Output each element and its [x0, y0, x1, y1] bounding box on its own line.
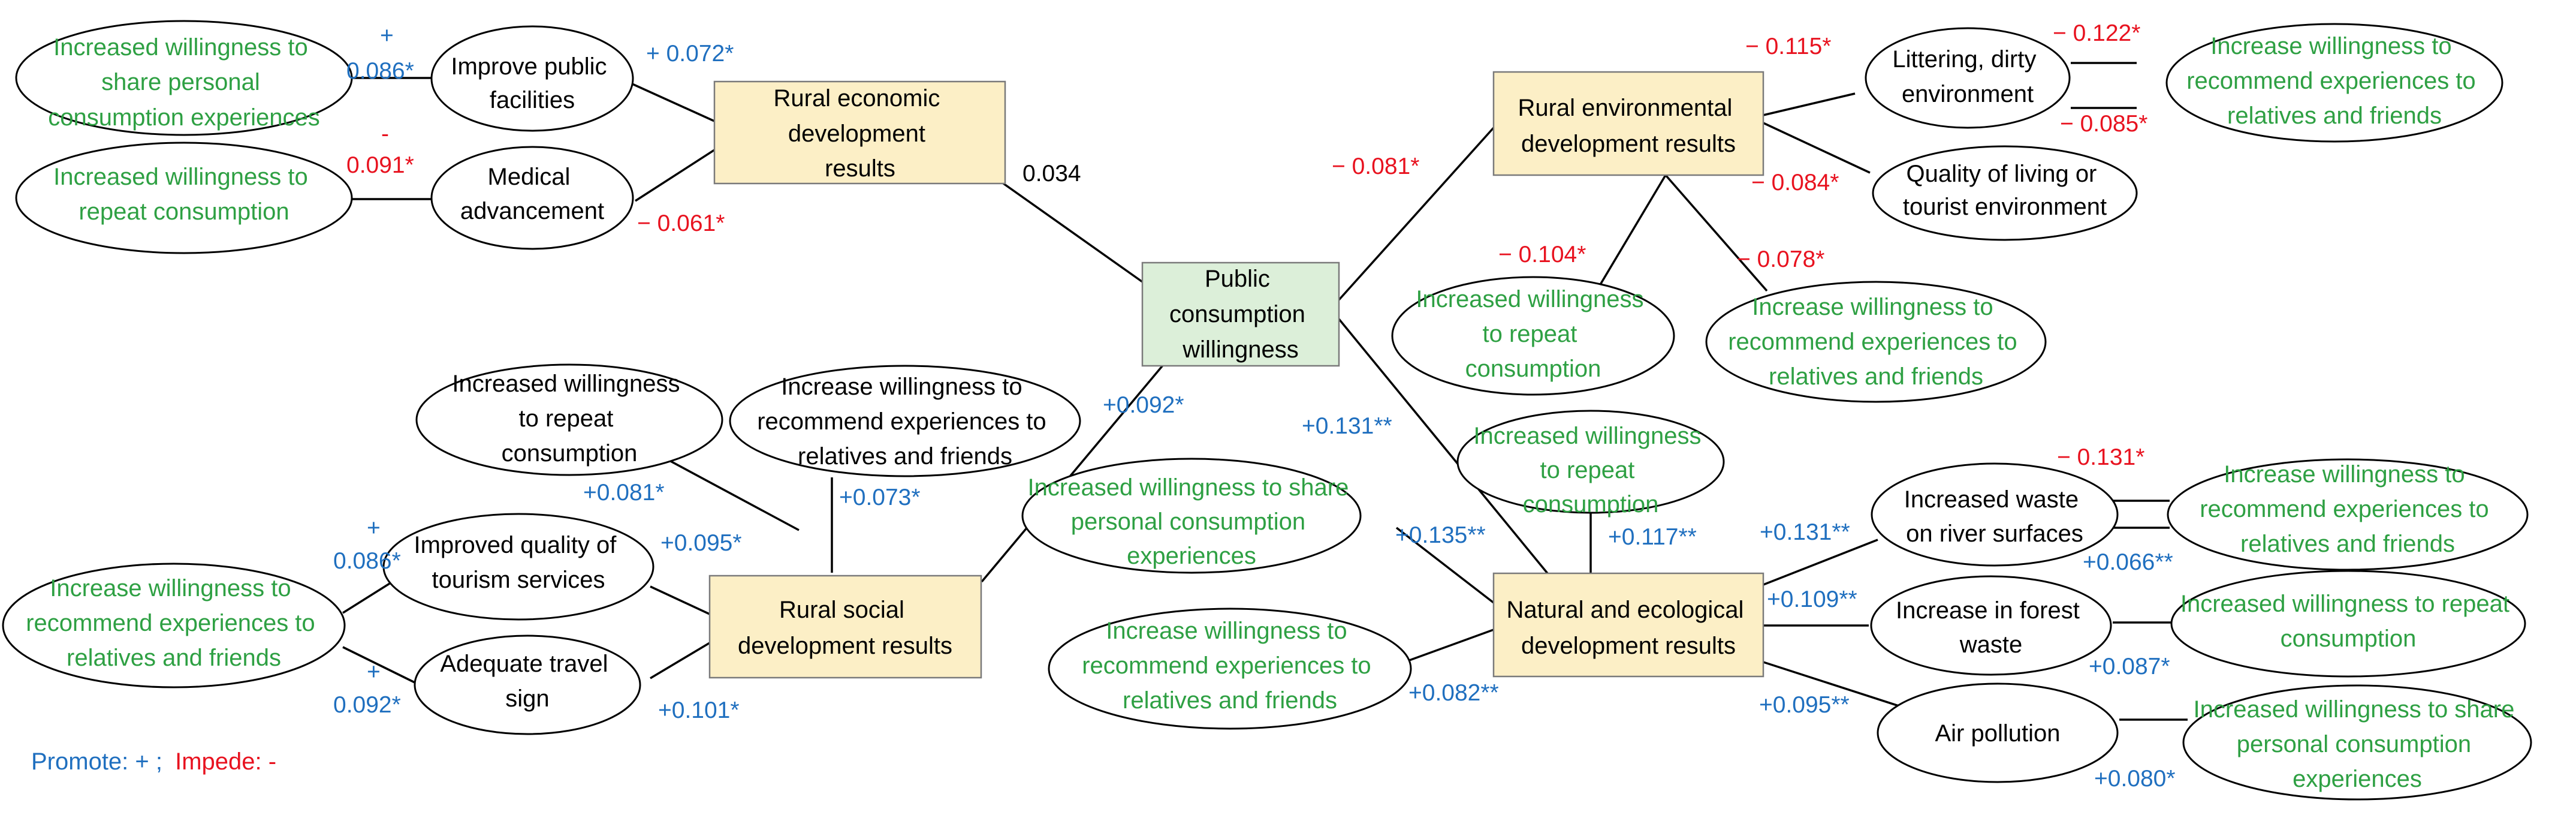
- factor-air-pollution: Air pollution: [1877, 682, 2119, 783]
- economic-results-label: Rural economic development results: [773, 85, 946, 182]
- coef-improved-quality-social: +0.095*: [660, 530, 742, 556]
- coef-env-recommend: − 0.078*: [1737, 246, 1824, 272]
- coef-improve-public-econ: + 0.072*: [646, 41, 734, 67]
- svg-text:Increase willingness to: Increase willingness to recommend experi…: [1728, 294, 2024, 390]
- factor-forest-waste: Increase in forest waste: [1870, 575, 2112, 676]
- coef-nat-air: +0.095**: [1759, 692, 1850, 718]
- svg-text:Adequate travel sign: Adequate travel sign: [440, 651, 614, 712]
- outcome-social-recommend-left: Increase willingness to recommend experi…: [2, 563, 346, 688]
- coef-adequate-social: +0.101*: [658, 697, 740, 723]
- outcome-nat-share: Increased willingness to share personal …: [1021, 458, 1362, 574]
- svg-text:Increased willingness to repea: Increased willingness to repeat consumpt…: [2180, 591, 2516, 652]
- coef-littering-recommend-bottom: − 0.085*: [2060, 111, 2147, 137]
- svg-text:Increased willingness to share: Increased willingness to share personal …: [1028, 474, 1356, 569]
- svg-text:Increase willingness to: Increase willingness to recommend experi…: [757, 374, 1053, 470]
- outcome-env-recommend: Increase willingness to recommend experi…: [1705, 281, 2047, 403]
- factor-quality-of-living: Quality of living or tourist environment: [1872, 145, 2138, 241]
- svg-text:Increase willingness to: Increase willingness to recommend experi…: [1082, 618, 1378, 714]
- coef-nat-repeat-line: +0.117**: [1608, 524, 1697, 550]
- factor-social-repeat: Increased willingness to repeat consumpt…: [415, 363, 723, 476]
- outcome-river-recommend: Increase willingness to recommend experi…: [2167, 458, 2529, 571]
- factor-medical-advancement: Medical advancement: [430, 146, 634, 250]
- environmental-results-node: Rural environmental development results: [1492, 71, 1764, 176]
- legend-impede: Impede: -: [175, 748, 276, 775]
- environmental-results-label: Rural environmental development results: [1518, 95, 1739, 157]
- coef-econ-repeat-minus: -: [381, 121, 389, 147]
- svg-text:Improved quality of tour: Improved quality of tourism services: [414, 532, 623, 593]
- svg-text:Increase willingness to: Increase willingness to recommend experi…: [2186, 33, 2483, 129]
- coef-medical-econ: − 0.061*: [637, 210, 725, 236]
- coef-env-littering: − 0.115*: [1745, 34, 1832, 59]
- coef-econ-center: 0.034: [1022, 161, 1081, 187]
- outcome-nat-repeat: Increased willingness to repeat consumpt…: [1456, 410, 1725, 518]
- coef-env-repeat: − 0.104*: [1498, 242, 1586, 267]
- svg-text:Littering, dirty environ: Littering, dirty environment: [1892, 46, 2043, 107]
- center-node-label: Public consumption willingness: [1169, 266, 1312, 363]
- coef-river-recommend-bottom: +0.066**: [2083, 549, 2173, 575]
- coef-nat-forest: +0.109**: [1767, 587, 1857, 612]
- svg-text:Increased waste on river: Increased waste on river surfaces: [1904, 486, 2085, 547]
- coef-social-center: +0.092*: [1103, 392, 1184, 418]
- factor-improved-quality-services: Improved quality of tourism services: [382, 513, 654, 621]
- coef-left-improved: 0.086*: [333, 548, 401, 574]
- natural-results-label: Natural and ecological development resul…: [1507, 597, 1751, 659]
- legend: Promote: + ; Impede: -: [31, 748, 276, 775]
- center-node: Public consumption willingness: [1141, 261, 1340, 367]
- coef-air-share-line: +0.080*: [2094, 766, 2176, 792]
- svg-text:Medical advancement: Medical advancement: [460, 164, 604, 224]
- outcome-econ-repeat: Increased willingness to repeat consumpt…: [15, 142, 353, 254]
- outcome-env-repeat: Increased willingness to repeat consumpt…: [1391, 276, 1675, 396]
- svg-text:Increase willingness to: Increase willingness to recommend experi…: [26, 575, 322, 671]
- svg-text:Increased willingness to share: Increased willingness to share personal …: [2194, 696, 2521, 792]
- coef-social-repeat-line: +0.081*: [583, 480, 665, 506]
- coef-econ-share-plus: +: [380, 23, 394, 49]
- factor-improve-public-facilities: Improve public facilities: [430, 25, 634, 132]
- outcome-air-share: Increased willingness to share personal …: [2182, 684, 2532, 801]
- social-results-label: Rural social development results: [738, 597, 952, 659]
- economic-results-node: Rural economic development results: [713, 80, 1006, 185]
- outcome-nat-recommend: Increase willingness to recommend experi…: [1048, 608, 1412, 730]
- factor-social-recommend: Increase willingness to recommend experi…: [729, 365, 1081, 477]
- svg-text:Increased willingness to: Increased willingness to share personal …: [48, 34, 320, 131]
- coef-env-center: − 0.081*: [1332, 154, 1419, 179]
- coef-littering-recommend-top: − 0.122*: [2053, 20, 2140, 46]
- outcome-env-recommend-littering: Increase willingness to recommend experi…: [2165, 23, 2503, 143]
- coef-env-quality: − 0.084*: [1751, 170, 1839, 196]
- coef-forest-repeat-line: +0.087*: [2089, 654, 2170, 679]
- coef-econ-repeat-medical: 0.091*: [346, 152, 414, 178]
- svg-text:Increased willingness to: Increased willingness to repeat consumpt…: [1473, 423, 1708, 518]
- coef-econ-share-improve: 0.086*: [346, 58, 414, 84]
- svg-text:Quality of living or tou: Quality of living or tourist environment: [1903, 161, 2107, 220]
- coef-nat-recommend-line: +0.082**: [1408, 680, 1499, 706]
- svg-text:Increased willingness to: Increased willingness to repeat consumpt…: [452, 371, 686, 467]
- outcome-forest-repeat: Increased willingness to repeat consumpt…: [2170, 570, 2526, 678]
- coef-left-improved-plus: +: [367, 515, 381, 541]
- coef-nat-river: +0.131**: [1760, 519, 1850, 545]
- coefficient-labels: 0.034 − 0.081* +0.092* +0.131** + 0.072*…: [333, 20, 2176, 792]
- coef-left-adequate: 0.092*: [333, 692, 401, 718]
- factor-river-waste: Increased waste on river surfaces: [1871, 462, 2119, 567]
- svg-text:Increase in forest waste: Increase in forest waste: [1896, 597, 2086, 658]
- svg-text:Improve public facilitie: Improve public facilities: [451, 53, 613, 113]
- social-results-node: Rural social development results: [708, 575, 982, 679]
- natural-results-node: Natural and ecological development resul…: [1492, 572, 1764, 678]
- svg-text:Increase willingness to: Increase willingness to recommend experi…: [2200, 461, 2496, 557]
- connector-lines: [342, 62, 2188, 721]
- coef-left-adequate-plus: +: [367, 659, 381, 685]
- factor-littering: Littering, dirty environment: [1865, 27, 2071, 129]
- svg-text:Increased willingness to: Increased willingness to repeat consumpt…: [1416, 286, 1650, 382]
- coef-river-recommend-top: − 0.131*: [2057, 444, 2144, 470]
- coef-social-recommend-line: +0.073*: [839, 485, 921, 510]
- coef-natural-center: +0.131**: [1302, 413, 1392, 439]
- coef-nat-share-line: +0.135**: [1395, 522, 1486, 548]
- factor-adequate-travel-sign: Adequate travel sign: [414, 634, 641, 735]
- outcome-econ-share: Increased willingness to share personal …: [15, 20, 353, 136]
- svg-text:Air pollution: Air pollution: [1935, 720, 2060, 747]
- svg-text:Increased willingness to: Increased willingness to repeat consumpt…: [53, 164, 315, 225]
- legend-promote: Promote: + ;: [31, 748, 162, 775]
